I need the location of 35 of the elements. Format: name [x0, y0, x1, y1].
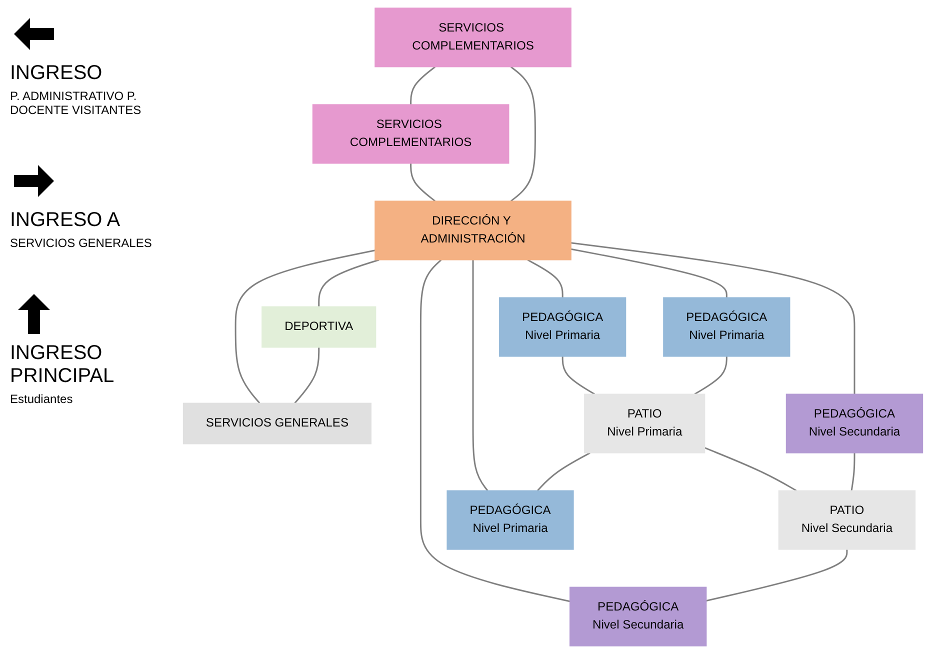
connector — [410, 66, 436, 105]
connector — [420, 259, 570, 602]
connector — [472, 260, 488, 492]
connector — [510, 66, 536, 202]
connector — [527, 259, 564, 298]
node-box: SERVICIOS COMPLEMENTARIOS — [312, 104, 510, 164]
connector — [706, 549, 848, 602]
entrance-note: P. ADMINISTRATIVO P. DOCENTE VISITANTES — [10, 89, 142, 117]
entrance-note: Estudiantes — [10, 392, 73, 406]
connector — [537, 452, 590, 492]
entrance-label: INGRESO — [10, 62, 102, 85]
connector — [704, 447, 797, 492]
node-box: PEDAGÓGICA Nivel Primaria — [446, 490, 574, 550]
connector — [850, 452, 856, 491]
connector — [294, 347, 320, 404]
connector — [562, 356, 596, 395]
connector — [234, 250, 376, 404]
node-box: SERVICIOS COMPLEMENTARIOS — [374, 8, 572, 68]
node-box: PEDAGÓGICA Nivel Secundaria — [570, 586, 707, 646]
connector — [410, 163, 436, 202]
connector — [318, 259, 380, 307]
connector — [570, 242, 856, 394]
node-box: PEDAGÓGICA Nivel Primaria — [663, 297, 790, 357]
node-box: PATIO Nivel Primaria — [584, 394, 706, 454]
entrance-note: SERVICIOS GENERALES — [10, 236, 152, 250]
node-box: PEDAGÓGICA Nivel Secundaria — [786, 394, 924, 454]
node-box: PEDAGÓGICA Nivel Primaria — [499, 297, 626, 357]
entrance-label: INGRESO A — [10, 209, 120, 232]
node-box: DIRECCIÓN Y ADMINISTRACIÓN — [374, 200, 572, 260]
node-box: PATIO Nivel Secundaria — [778, 490, 916, 550]
node-box: DEPORTIVA — [262, 306, 376, 348]
entrance-label: INGRESO PRINCIPAL — [10, 342, 116, 388]
connector — [694, 356, 728, 395]
connector — [570, 248, 728, 298]
node-box: SERVICIOS GENERALES — [182, 402, 372, 444]
